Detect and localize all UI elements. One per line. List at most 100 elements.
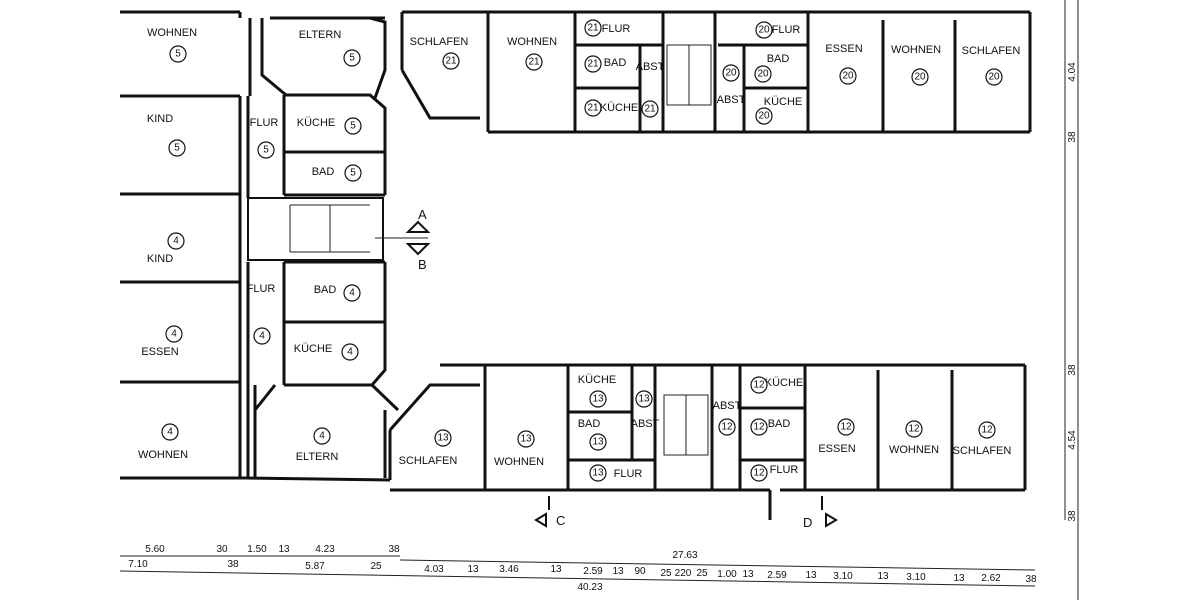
dimension-label: 3.10: [906, 572, 926, 583]
section-label: A: [418, 207, 427, 222]
dimension-label: 5.87: [305, 561, 325, 572]
room-name: SCHLAFEN: [410, 36, 469, 48]
room-name: ESSEN: [818, 443, 855, 455]
room-name: ELTERN: [299, 29, 342, 41]
unit-number-circle: [718, 418, 736, 436]
dimension-label: 30: [216, 544, 228, 555]
room: ESSEN 4: [141, 325, 183, 358]
room: 20: [722, 64, 740, 82]
section-label-group: A B C D: [418, 207, 812, 530]
unit-number: 20: [758, 111, 770, 122]
dimension-label: 40.23: [577, 582, 602, 593]
dimension-label: 25: [660, 568, 672, 579]
unit-number: 13: [437, 433, 449, 444]
room-name: WOHNEN: [147, 27, 197, 39]
room: KIND 5: [147, 113, 186, 157]
room-name: ESSEN: [141, 346, 178, 358]
room-name: KÜCHE: [765, 377, 804, 389]
dimension-label: 3.10: [833, 571, 853, 582]
unit-number: 5: [350, 168, 356, 179]
room-name: KIND: [147, 113, 173, 125]
unit-number: 13: [520, 434, 532, 445]
room-name: SCHLAFEN: [962, 45, 1021, 57]
room-name: WOHNEN: [891, 44, 941, 56]
unit-number-circle: [911, 68, 929, 86]
unit-number-circle: [525, 53, 543, 71]
unit-number-circle: [755, 21, 773, 39]
unit-number: 21: [445, 56, 457, 67]
unit-number: 4: [319, 431, 325, 442]
room: SCHLAFEN 21: [410, 36, 469, 70]
unit-number: 21: [528, 57, 540, 68]
unit-number: 20: [725, 68, 737, 79]
unit-number: 4: [347, 347, 353, 358]
unit-number-circle: [584, 99, 602, 117]
room-name: BAD: [578, 418, 601, 430]
room-name: ABST: [713, 400, 742, 412]
section-label: B: [418, 257, 427, 272]
dimension-label: 5.60: [145, 544, 165, 555]
room-name: FLUR: [770, 464, 799, 476]
unit-number-circle: [839, 67, 857, 85]
unit-number: 13: [638, 394, 650, 405]
dimension-label: 13: [467, 564, 479, 575]
room: WOHNEN 21: [507, 36, 557, 71]
room-name: WOHNEN: [507, 36, 557, 48]
dimension-label: 2.59: [767, 570, 787, 581]
dimension-label: 2.62: [981, 573, 1001, 584]
room: ABST: [717, 94, 746, 106]
unit-number-circle: [165, 325, 183, 343]
unit-number: 21: [587, 59, 599, 70]
unit-number: 12: [840, 422, 852, 433]
unit-number: 20: [758, 25, 770, 36]
unit-number-circle: [344, 164, 362, 182]
unit-number-circle: [750, 418, 768, 436]
unit-number: 12: [753, 422, 765, 433]
unit-number-circle: [589, 390, 607, 408]
unit-number: 12: [753, 468, 765, 479]
unit-number-circle: [167, 232, 185, 250]
unit-number-circle: [253, 327, 271, 345]
room-name: KIND: [147, 253, 173, 265]
unit-number: 12: [908, 424, 920, 435]
unit-number-circle: [584, 19, 602, 37]
room-name: WOHNEN: [138, 449, 188, 461]
unit-number: 4: [259, 331, 265, 342]
unit-number: 12: [753, 380, 765, 391]
dimension-label: 25: [696, 568, 708, 579]
room-name: FLUR: [250, 117, 279, 129]
room: ESSEN 12: [818, 418, 856, 455]
unit-number-circle: [750, 376, 768, 394]
room: 13: [635, 390, 653, 408]
unit-number-circle: [517, 430, 535, 448]
dimension-label: 13: [550, 564, 562, 575]
unit-number: 5: [174, 143, 180, 154]
section-label: C: [556, 513, 565, 528]
unit-number-circle: [161, 423, 179, 441]
unit-number: 4: [171, 329, 177, 340]
unit-number-circle: [168, 139, 186, 157]
unit-number-circle: [635, 390, 653, 408]
room-name: KÜCHE: [600, 102, 639, 114]
room-name: ESSEN: [825, 43, 862, 55]
section-label: D: [803, 515, 812, 530]
dimension-label-vertical: 38: [1067, 510, 1078, 522]
unit-number-circle: [722, 64, 740, 82]
dimension-label: 38: [388, 544, 400, 555]
dimension-label: 4.23: [315, 544, 335, 555]
unit-number-circle: [589, 464, 607, 482]
dimension-label: 27.63: [672, 550, 697, 561]
